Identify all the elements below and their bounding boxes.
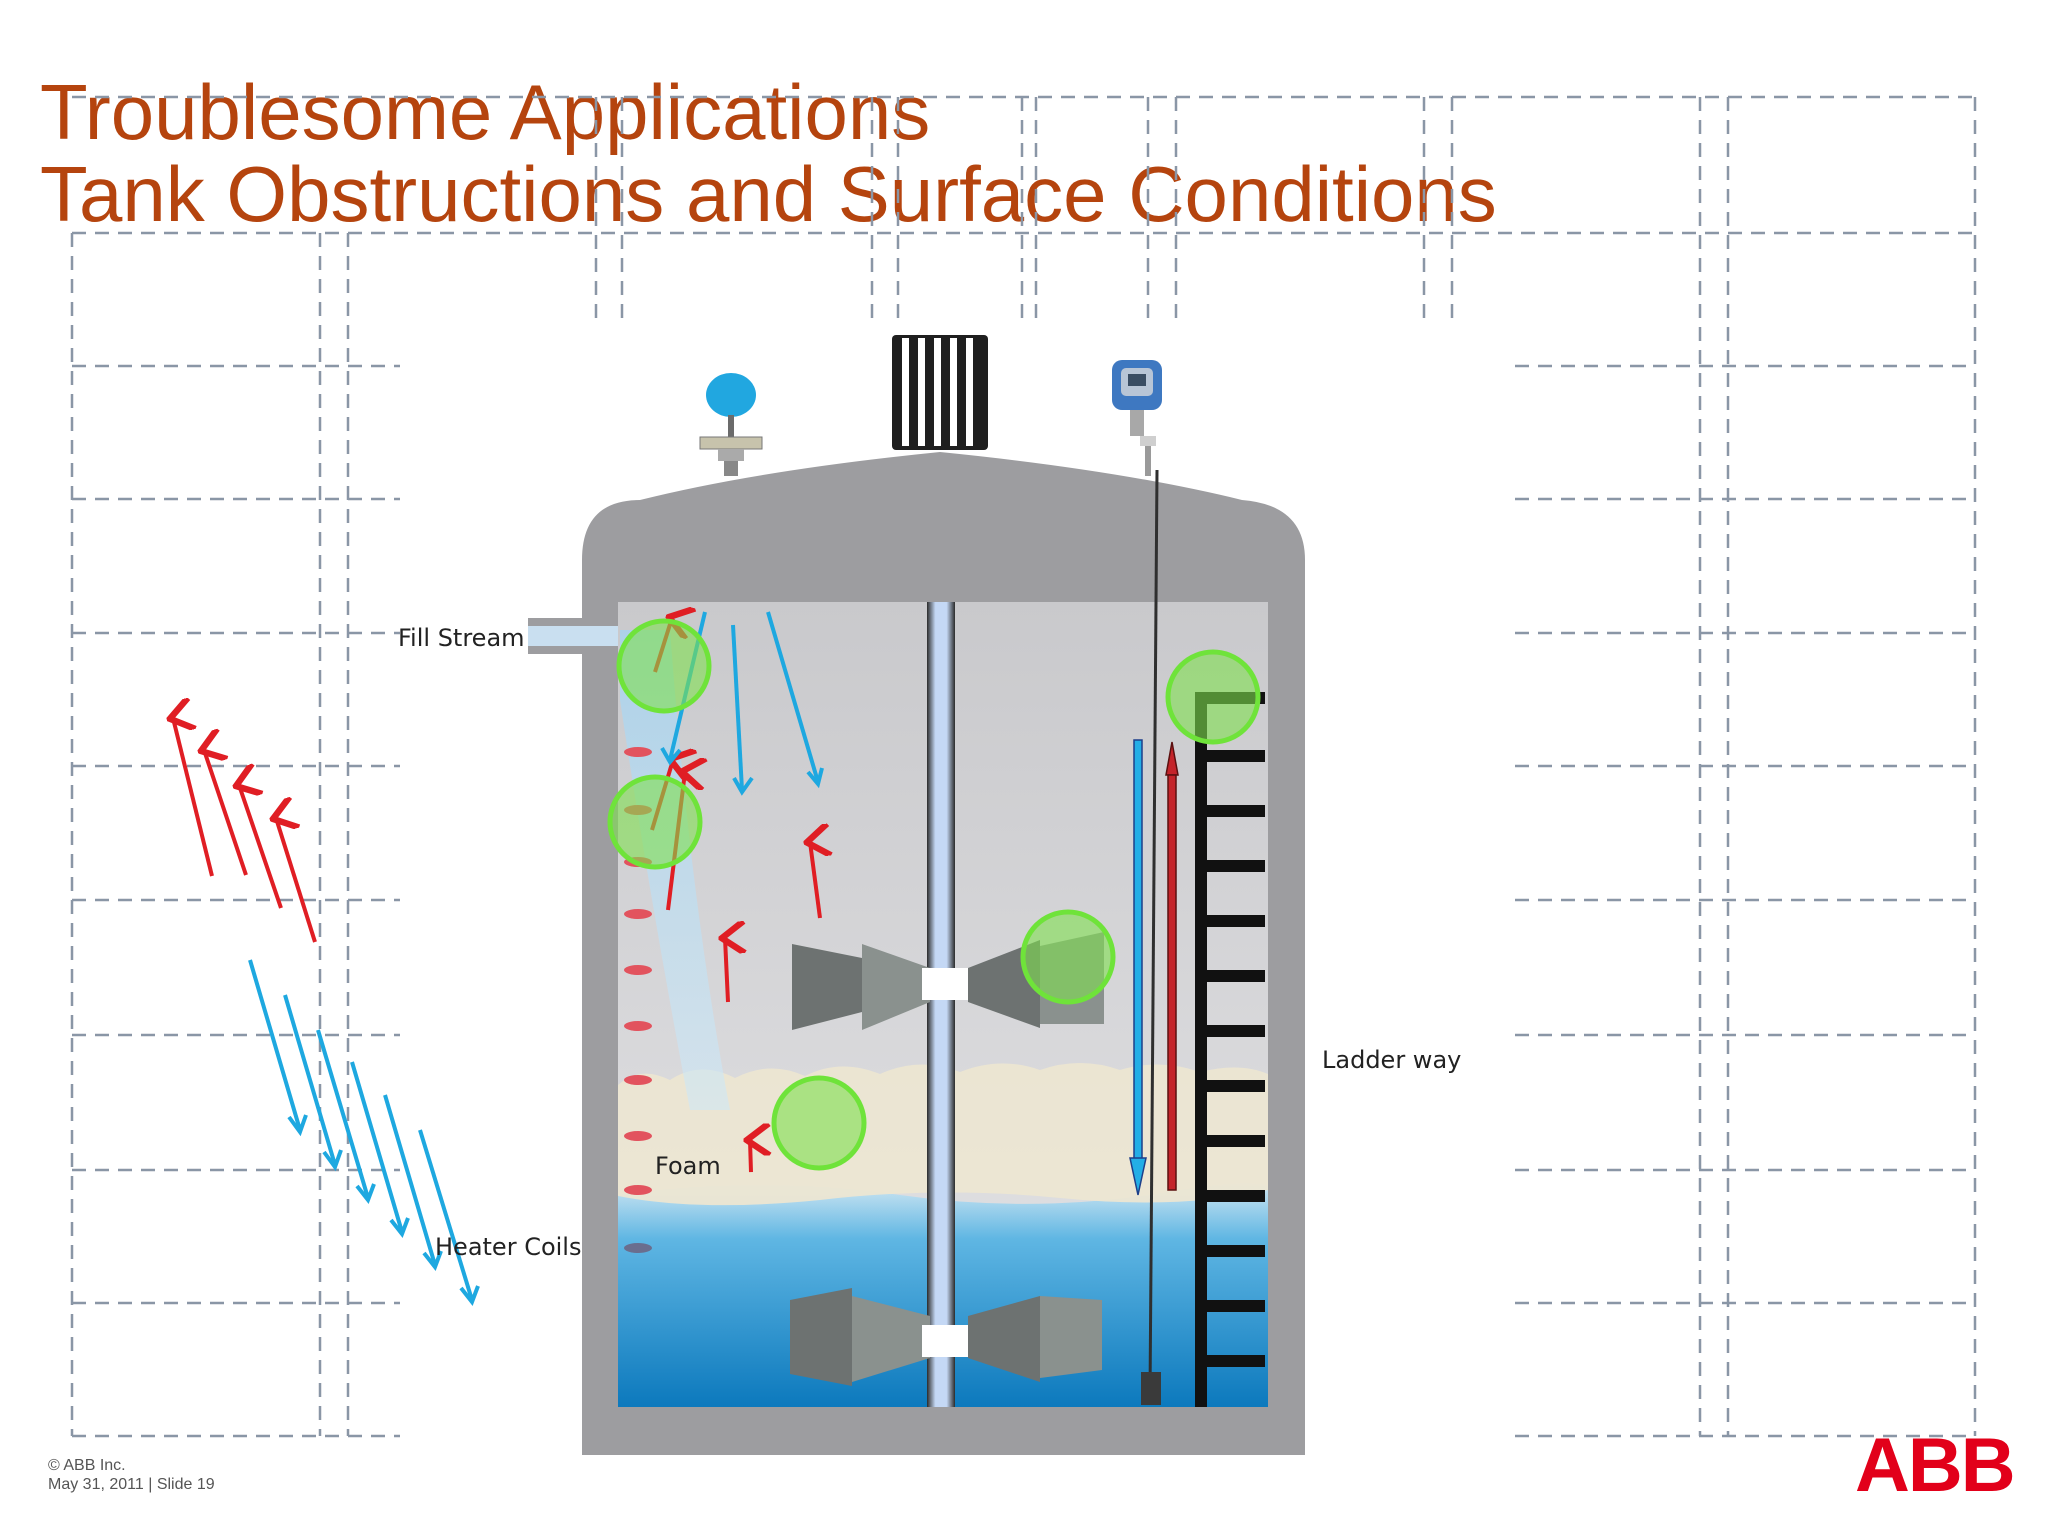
label-heater-coils: Heater Coils xyxy=(435,1233,582,1261)
marker-foam xyxy=(771,1075,867,1171)
agitator-shaft xyxy=(927,602,955,1407)
marker-heater-coils xyxy=(607,774,703,870)
signal-arrow-down xyxy=(1129,739,1147,1196)
ladder xyxy=(1195,692,1265,1407)
lower-impeller xyxy=(790,1288,1102,1386)
marker-agitator-blade xyxy=(1020,909,1116,1005)
left-red-arrows xyxy=(173,718,317,943)
footer-date-slide: May 31, 2011 | Slide 19 xyxy=(48,1476,215,1493)
marker-fill-stream xyxy=(616,618,712,714)
slide-title-line2: Tank Obstructions and Surface Conditions xyxy=(40,150,1497,238)
left-blue-arrows xyxy=(248,959,480,1307)
pressure-gauge-icon xyxy=(699,373,763,476)
footer-copyright: © ABB Inc. xyxy=(48,1457,126,1474)
slide-title-line1: Troublesome Applications xyxy=(40,68,931,156)
signal-arrow-up xyxy=(1165,741,1179,1191)
radar-transmitter-icon xyxy=(1112,360,1162,1405)
marker-ladder xyxy=(1165,649,1261,745)
abb-logo: ABB xyxy=(1855,1423,2016,1508)
agitator-motor-icon xyxy=(892,335,988,450)
label-ladder-way: Ladder way xyxy=(1322,1046,1462,1074)
guided-wave-probe xyxy=(1148,469,1159,1396)
obstruction-markers xyxy=(607,618,1261,1171)
label-fill-stream: Fill Stream xyxy=(398,624,525,652)
label-foam: Foam xyxy=(655,1152,721,1180)
